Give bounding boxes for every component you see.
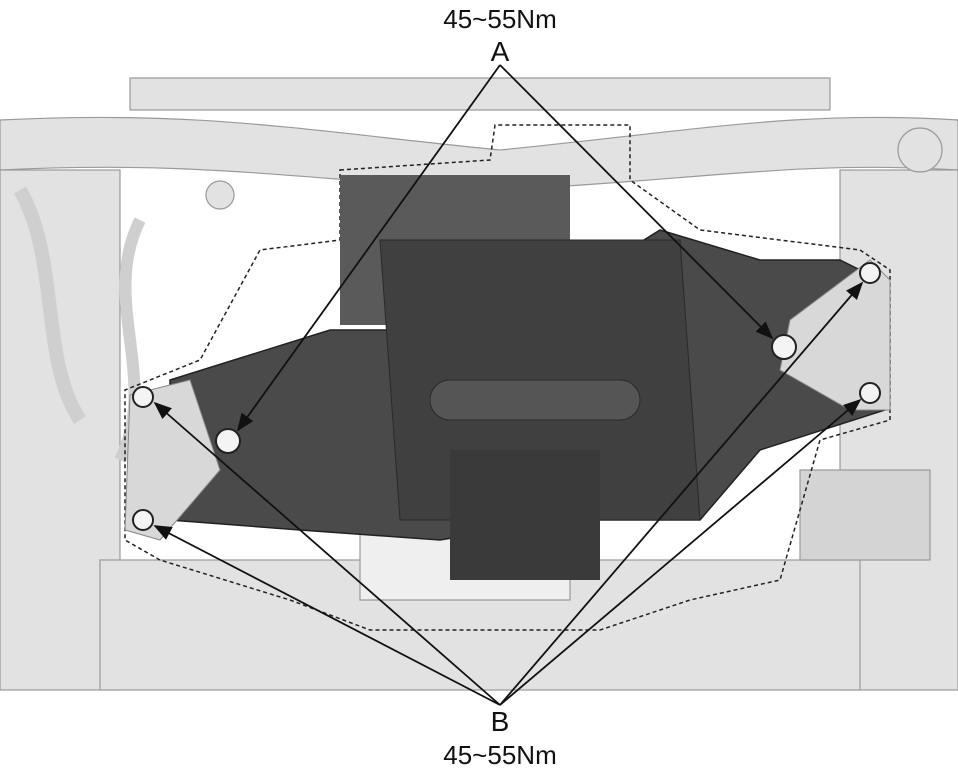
callout-a-torque: 45~55Nm	[443, 4, 557, 34]
bolt-b-1	[132, 386, 154, 408]
background-parts	[0, 77, 958, 691]
bolt-a-left	[215, 428, 241, 454]
leader-lines	[153, 64, 864, 706]
bolt-b-2	[132, 509, 154, 531]
bolt-b-4	[859, 382, 881, 404]
bolt-a-right	[771, 334, 797, 360]
bolts	[132, 262, 881, 531]
callout-b-torque: 45~55Nm	[443, 740, 557, 770]
subframe-component	[124, 175, 891, 580]
dashed-outline	[124, 124, 891, 631]
callout-a-letter: A	[490, 36, 510, 67]
callout-b-letter: B	[490, 706, 510, 737]
bolt-b-3	[859, 262, 881, 284]
